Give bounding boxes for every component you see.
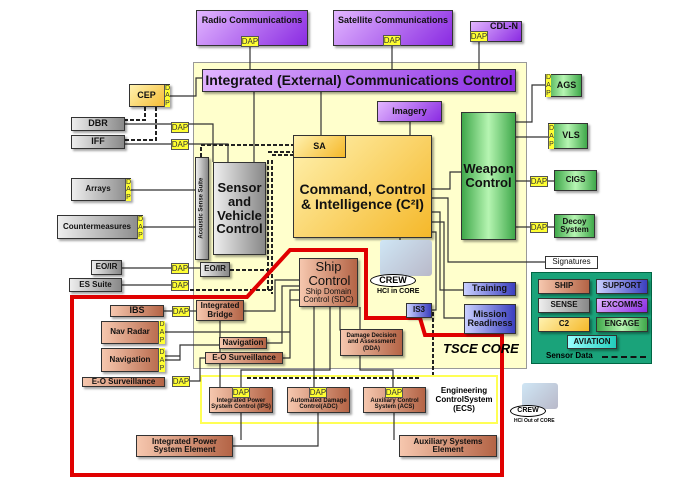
ags-box[interactable]: AGS: [545, 74, 582, 97]
dap-badge: DAP: [232, 387, 250, 398]
eo-ir-core-box[interactable]: EO/IR: [200, 262, 230, 277]
tsce-core-label: TSCE CORE: [443, 341, 519, 356]
countermeasures-box[interactable]: Countermeasures: [57, 215, 143, 239]
legend-engage: ENGAGE: [596, 317, 648, 332]
label: CDL-N: [490, 21, 518, 31]
auxiliary-systems-element[interactable]: Auxiliary Systems Element: [399, 435, 497, 457]
dap-badge: DAP: [241, 36, 259, 47]
acoustic-sense-suite-box[interactable]: Acoustic Sense Suite: [195, 157, 209, 260]
ibs-box[interactable]: IBS: [110, 305, 164, 317]
is3-box[interactable]: IS3: [406, 303, 432, 318]
cigs-box[interactable]: CIGS: [554, 170, 597, 191]
dap-badge: DAP: [171, 139, 189, 150]
legend-support: SUPPORT: [596, 279, 648, 294]
ship-control-box[interactable]: Ship Control Ship Domain Control (SDC): [299, 258, 358, 307]
label: Ship Control: [308, 259, 351, 289]
dap-badge: DAP: [383, 35, 401, 46]
legend: SHIP SUPPORT SENSE EXCOMMS C2 ENGAGE AVI…: [531, 272, 652, 364]
label: Satellite Communications: [337, 15, 449, 25]
navigation-core-box[interactable]: Navigation: [219, 337, 267, 349]
vls-box[interactable]: VLS: [548, 123, 588, 149]
dda-box[interactable]: Damage Decision and Assessment (DDA): [340, 329, 403, 356]
dap-badge: DAP: [309, 387, 327, 398]
navigation-box[interactable]: Navigation: [101, 348, 165, 372]
dap-badge: DAP: [470, 31, 488, 42]
label: Acoustic Sense Suite: [198, 177, 205, 240]
satellite-communications-box[interactable]: Satellite Communications: [333, 10, 453, 46]
legend-sensor-data: Sensor Data: [546, 351, 593, 360]
dap-badge: DAP: [172, 376, 190, 387]
dbr-box[interactable]: DBR: [71, 117, 125, 131]
integrated-bridge-box[interactable]: Integrated Bridge: [196, 300, 244, 321]
signatures-box[interactable]: Signatures: [545, 256, 598, 269]
crew-label: CREW: [370, 274, 416, 287]
crew-workstation-image: [380, 240, 432, 276]
dap-badge: DAP: [385, 387, 403, 398]
label: Radio Communications: [201, 15, 303, 25]
dap-badge: DAP: [171, 280, 189, 291]
legend-aviation: AVIATION: [567, 335, 617, 349]
sublabel: Ship Domain Control (SDC): [303, 286, 354, 305]
sa-box[interactable]: SA: [293, 135, 346, 158]
arrays-box[interactable]: Arrays: [71, 178, 131, 201]
dap-badge: DAP: [171, 263, 189, 274]
adc-box[interactable]: Automated Damage Control(ADC): [287, 387, 350, 413]
integrated-external-communications-control[interactable]: Integrated (External) Communications Con…: [202, 69, 516, 92]
eo-ir-box[interactable]: EO/IR: [91, 260, 122, 275]
integrated-power-system-element[interactable]: Integrated Power System Element: [136, 435, 233, 457]
legend-ship: SHIP: [538, 279, 590, 294]
training-box[interactable]: Training: [463, 282, 516, 296]
eo-surveillance-core-box[interactable]: E-O Surveillance: [205, 352, 283, 364]
legend-dashed-line: [602, 356, 646, 358]
crew-out-label: CREW: [510, 405, 546, 417]
dap-badge: DAP: [530, 176, 548, 187]
dap-badge: DAP: [530, 222, 548, 233]
ecs-area: [200, 375, 498, 424]
decoy-system-box[interactable]: Decoy System: [554, 214, 595, 238]
es-suite-box[interactable]: ES Suite: [69, 278, 122, 292]
dap-badge: DAP: [171, 122, 189, 133]
hci-out-of-core-label: HCI Out of CORE: [514, 418, 555, 424]
nav-radar-box[interactable]: Nav Radar: [101, 321, 165, 344]
ecs-title: Engineering ControlSystem (ECS): [435, 386, 493, 413]
legend-c2: C2: [538, 317, 590, 332]
hci-in-core-label: HCI in CORE: [377, 288, 420, 295]
weapon-control-box[interactable]: Weapon Control: [461, 112, 516, 240]
legend-excomms: EXCOMMS: [596, 298, 648, 313]
legend-sense: SENSE: [538, 298, 590, 313]
sensor-and-vehicle-control-box[interactable]: Sensor and Vehicle Control: [213, 162, 266, 255]
dap-badge: DAP: [172, 306, 190, 317]
iff-box[interactable]: IFF: [71, 135, 125, 149]
mission-readiness-box[interactable]: Mission Readiness: [464, 304, 516, 334]
eo-surveillance-box[interactable]: E-O Surveillance: [82, 377, 165, 387]
imagery-box[interactable]: Imagery: [377, 101, 442, 122]
ship-domain-boundary: [70, 248, 504, 477]
